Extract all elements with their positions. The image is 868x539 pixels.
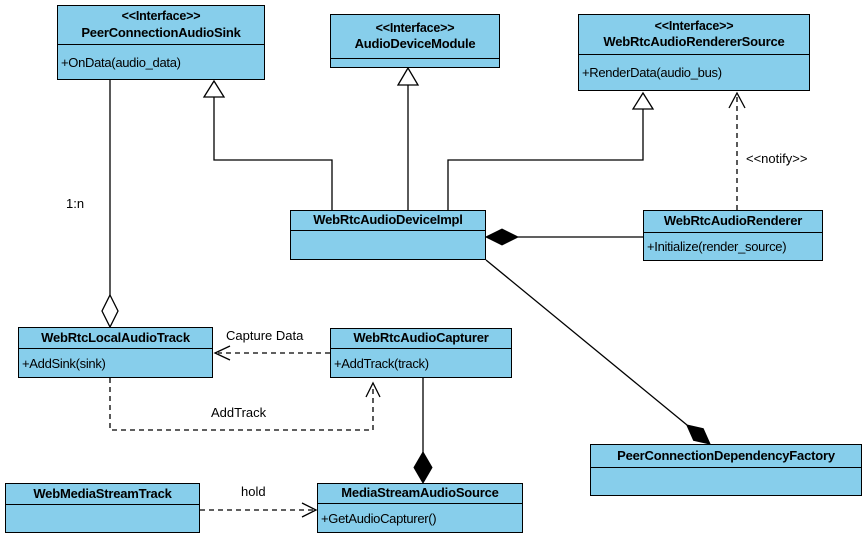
notify-stereotype-label: <<notify>> xyxy=(746,151,808,166)
class-title: WebMediaStreamTrack xyxy=(6,484,199,504)
method-label: +OnData(audio_data) xyxy=(61,54,181,70)
methods-compartment: +RenderData(audio_bus) xyxy=(579,54,809,90)
class-name: WebRtcAudioRendererSource xyxy=(603,34,785,50)
class-media-stream-audio-source: MediaStreamAudioSource +GetAudioCapturer… xyxy=(317,483,523,533)
generalization-deviceimpl-to-peerconnectionaudiosink xyxy=(202,79,333,210)
class-name: WebRtcAudioDeviceImpl xyxy=(313,212,463,228)
methods-compartment: +AddTrack(track) xyxy=(331,348,511,377)
class-title: <<Interface>> PeerConnectionAudioSink xyxy=(58,6,264,44)
class-name: AudioDeviceModule xyxy=(354,36,476,52)
class-title: WebRtcAudioDeviceImpl xyxy=(291,211,485,230)
open-arrowhead-icon xyxy=(728,91,746,109)
methods-compartment: +GetAudioCapturer() xyxy=(318,503,522,532)
class-web-media-stream-track: WebMediaStreamTrack xyxy=(5,483,200,533)
methods-compartment xyxy=(291,230,485,259)
stereotype-label: <<Interface>> xyxy=(121,9,201,24)
class-peer-connection-audio-sink: <<Interface>> PeerConnectionAudioSink +O… xyxy=(57,5,265,80)
class-web-rtc-audio-device-impl: WebRtcAudioDeviceImpl xyxy=(290,210,486,260)
class-name: WebRtcAudioRenderer xyxy=(663,213,803,229)
methods-compartment xyxy=(6,504,199,532)
dependency-capturedata-capturer-to-localaudiotrack xyxy=(213,345,330,361)
class-web-rtc-local-audio-track: WebRtcLocalAudioTrack +AddSink(sink) xyxy=(18,327,213,378)
method-label: +AddTrack(track) xyxy=(334,355,429,371)
methods-compartment xyxy=(331,58,499,67)
methods-compartment xyxy=(591,467,861,495)
class-peer-connection-dependency-factory: PeerConnectionDependencyFactory xyxy=(590,444,862,496)
class-web-rtc-audio-renderer: WebRtcAudioRenderer +Initialize(render_s… xyxy=(643,210,823,261)
composition-mediastreamaudiosource-to-capturer xyxy=(413,378,433,484)
class-name: MediaStreamAudioSource xyxy=(341,485,499,501)
composition-deviceimpl-to-renderer xyxy=(484,228,643,246)
class-title: WebRtcLocalAudioTrack xyxy=(19,328,212,348)
filled-diamond-icon xyxy=(685,424,711,445)
multiplicity-label: 1:n xyxy=(66,196,85,211)
generalization-deviceimpl-to-audiodevicemodule xyxy=(396,66,420,210)
methods-compartment: +AddSink(sink) xyxy=(19,348,212,377)
composition-dependencyfactory-to-deviceimpl xyxy=(485,259,711,445)
dependency-hold-webmediastreamtrack-to-audiosource xyxy=(200,502,318,518)
open-arrowhead-icon xyxy=(301,502,318,518)
class-name: WebRtcAudioCapturer xyxy=(353,330,489,346)
hollow-triangle-icon xyxy=(202,79,226,98)
class-name: WebRtcLocalAudioTrack xyxy=(41,329,190,345)
class-title: <<Interface>> WebRtcAudioRendererSource xyxy=(579,15,809,54)
methods-compartment: +Initialize(render_source) xyxy=(644,232,822,260)
class-web-rtc-audio-renderer-source: <<Interface>> WebRtcAudioRendererSource … xyxy=(578,14,810,91)
class-name: WebMediaStreamTrack xyxy=(33,485,172,501)
dependency-addtrack-localaudiotrack-to-capturer xyxy=(109,378,381,431)
hold-label: hold xyxy=(241,484,266,499)
capture-data-label: Capture Data xyxy=(226,328,304,343)
class-title: <<Interface>> AudioDeviceModule xyxy=(331,15,499,58)
class-name: PeerConnectionAudioSink xyxy=(81,24,241,40)
open-arrowhead-icon xyxy=(213,345,231,361)
stereotype-label: <<Interface>> xyxy=(375,20,455,35)
open-arrowhead-icon xyxy=(365,381,381,398)
class-audio-device-module: <<Interface>> AudioDeviceModule xyxy=(330,14,500,68)
method-label: +GetAudioCapturer() xyxy=(321,510,437,526)
filled-diamond-icon xyxy=(413,451,433,484)
generalization-deviceimpl-to-renderersource xyxy=(447,91,655,210)
method-label: +AddSink(sink) xyxy=(22,355,106,371)
class-web-rtc-audio-capturer: WebRtcAudioCapturer +AddTrack(track) xyxy=(330,328,512,378)
dependency-notify-renderer-to-renderersource xyxy=(728,91,746,210)
class-title: WebRtcAudioCapturer xyxy=(331,329,511,348)
class-title: PeerConnectionDependencyFactory xyxy=(591,445,861,467)
class-title: WebRtcAudioRenderer xyxy=(644,211,822,232)
hollow-triangle-icon xyxy=(631,91,655,110)
methods-compartment: +OnData(audio_data) xyxy=(58,44,264,79)
hollow-triangle-icon xyxy=(396,66,420,86)
filled-diamond-icon xyxy=(484,228,520,246)
method-label: +RenderData(audio_bus) xyxy=(582,65,722,80)
aggregation-audiosink-to-localaudiotrack xyxy=(101,80,119,329)
method-label: +Initialize(render_source) xyxy=(647,239,787,254)
hollow-diamond-icon xyxy=(101,293,119,329)
class-title: MediaStreamAudioSource xyxy=(318,484,522,503)
add-track-label: AddTrack xyxy=(211,405,267,420)
stereotype-label: <<Interface>> xyxy=(654,18,734,33)
class-name: PeerConnectionDependencyFactory xyxy=(617,447,835,463)
